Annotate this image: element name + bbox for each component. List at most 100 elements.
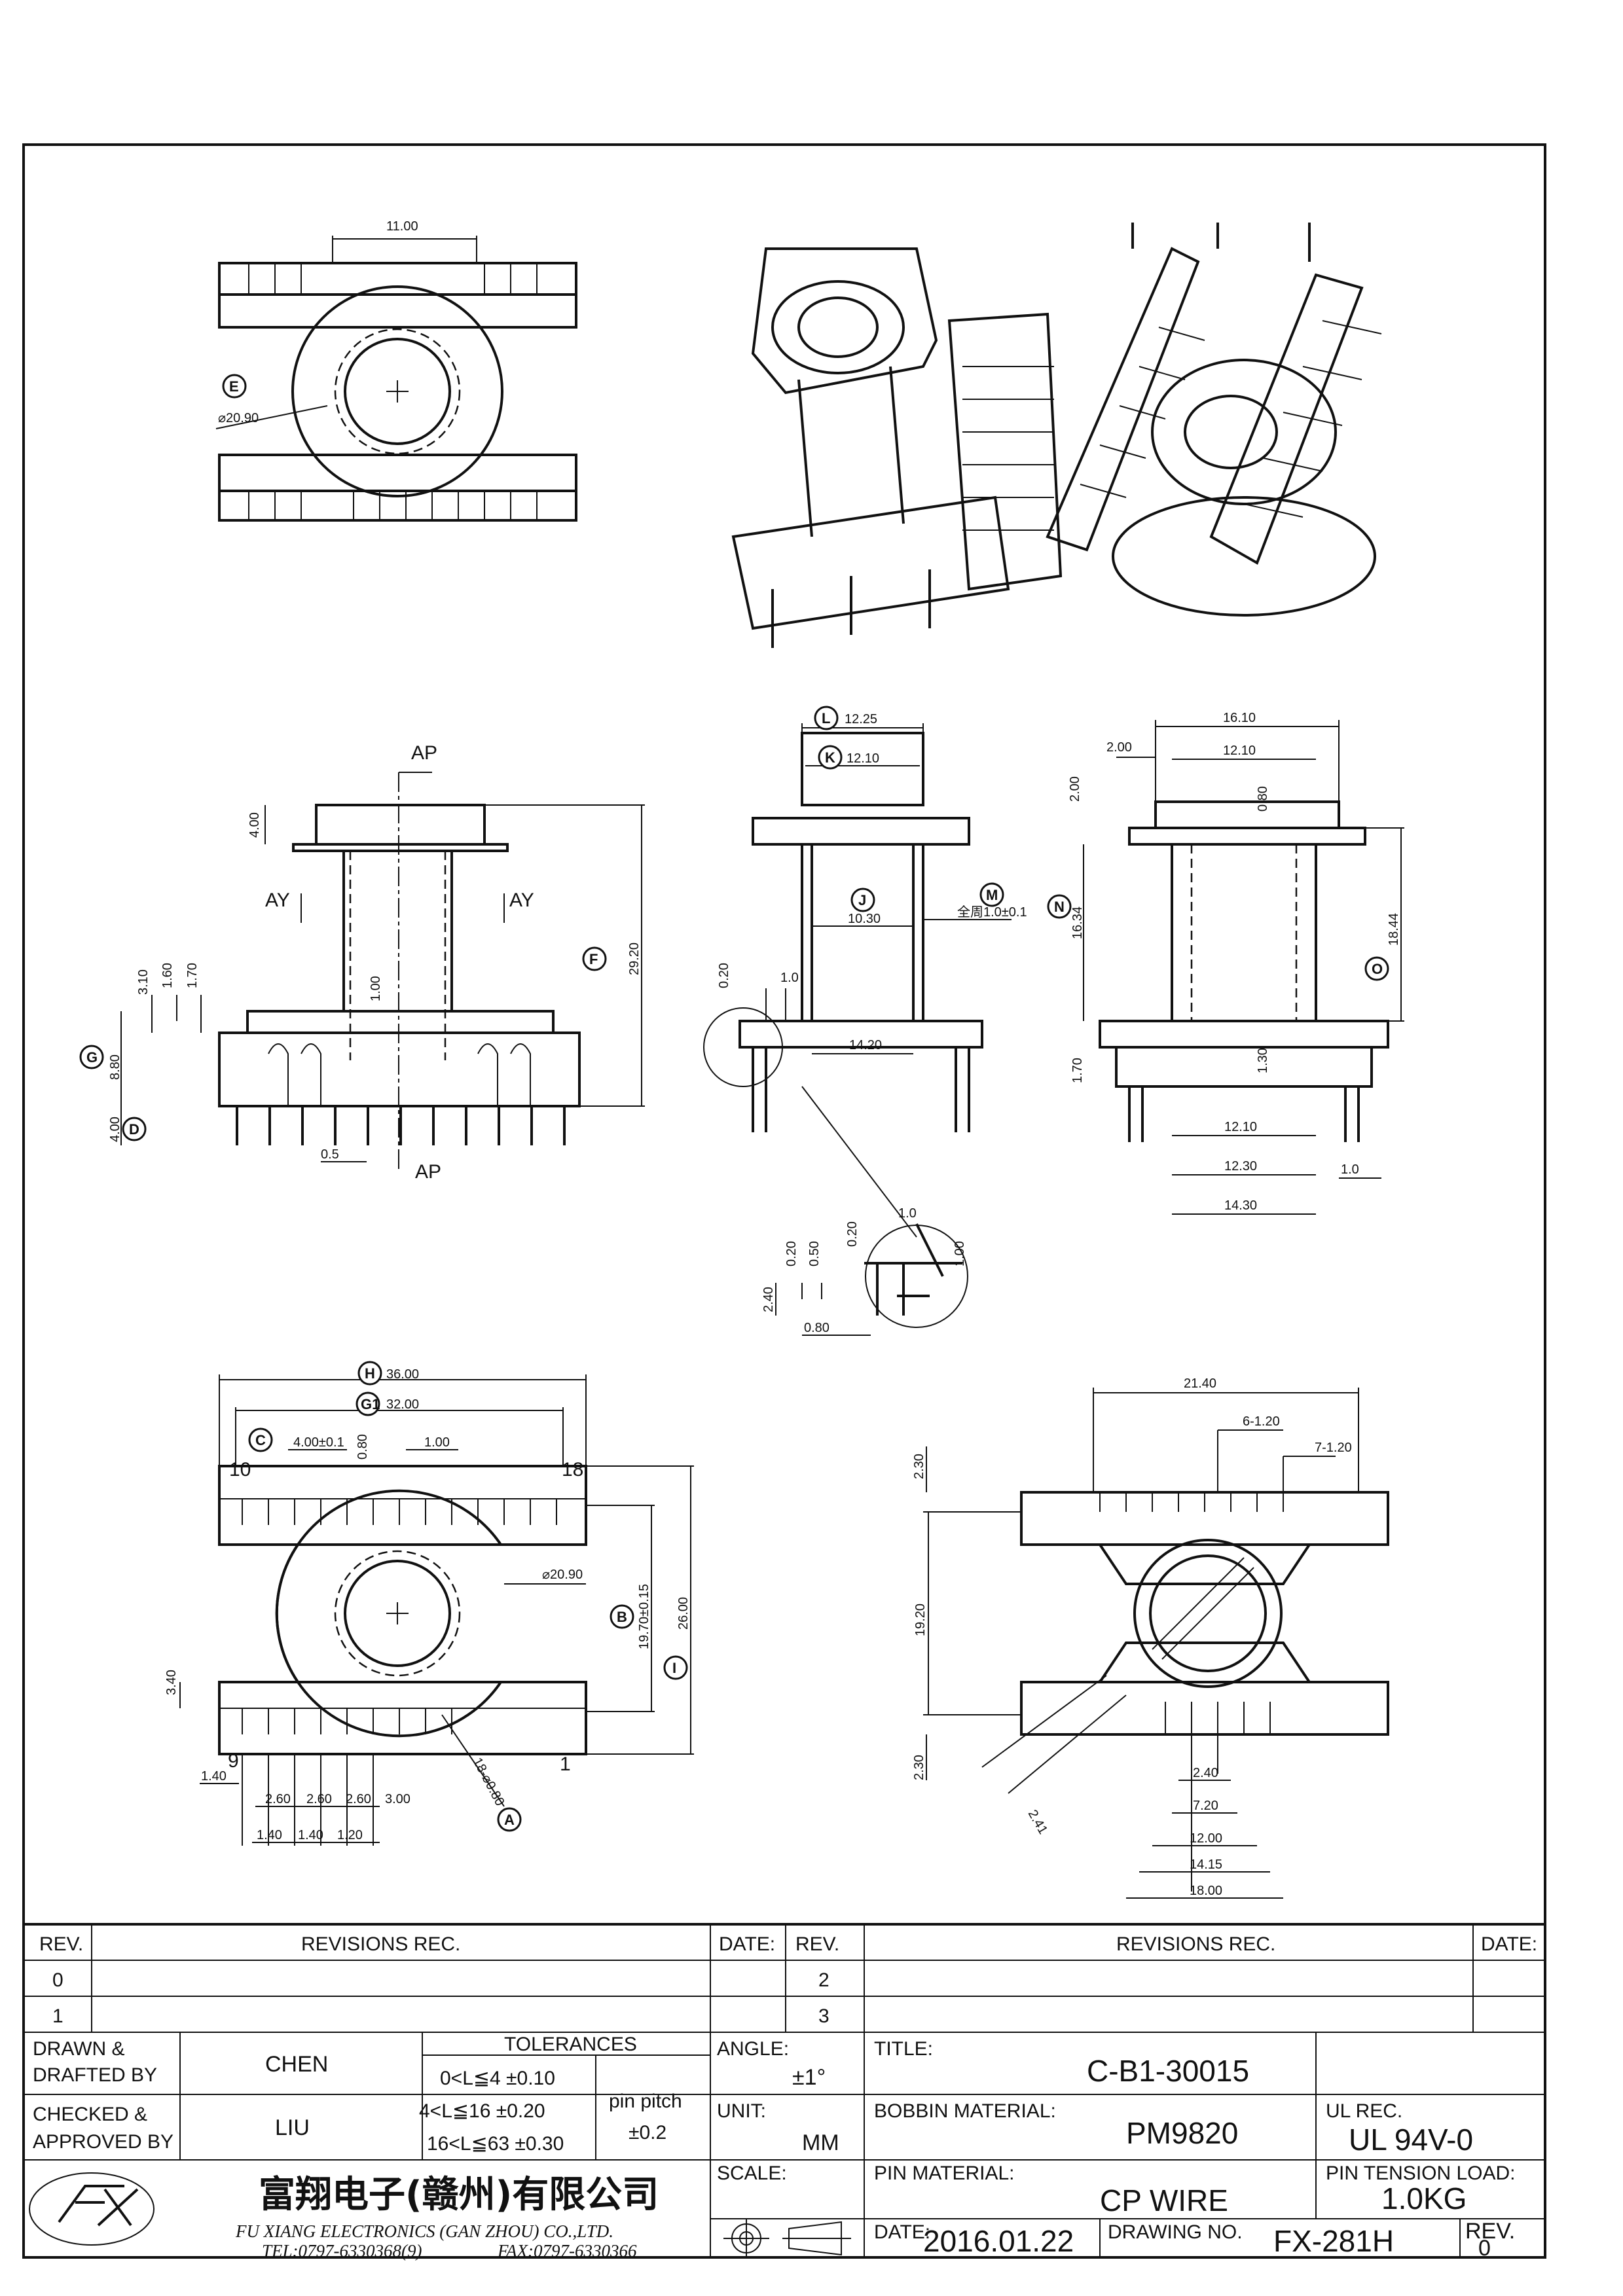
tb-rec-h2: REVISIONS REC. xyxy=(1116,1933,1275,1955)
tb-unit-label: UNIT: xyxy=(717,2100,766,2122)
dim-h-2-30b: 2.30 xyxy=(912,1755,926,1780)
bubble-k-label: K xyxy=(825,749,835,766)
dim-2-41-leader xyxy=(981,1675,1127,1794)
dim-w-1-20: 1.20 xyxy=(337,1828,363,1842)
iso1-tube xyxy=(797,366,905,537)
dim-h-3-40: 3.40 xyxy=(164,1670,179,1695)
iso1-top-flange xyxy=(751,247,938,395)
dim-h-19-20: 19.20 xyxy=(913,1604,928,1636)
dim-29-20-line xyxy=(484,804,645,1107)
bubble-b xyxy=(610,1604,634,1629)
dim-w-0-5: 0.5 xyxy=(321,1147,339,1162)
bubble-m xyxy=(979,882,1004,907)
tb-pitch-value: ±0.2 xyxy=(629,2122,666,2144)
bubble-l xyxy=(814,706,839,730)
pin-label-1: 1 xyxy=(560,1753,571,1775)
dim-h-1-60: 1.60 xyxy=(160,963,175,988)
dim-w-1-40a: 1.40 xyxy=(201,1769,227,1784)
tb-rev-label: REV. xyxy=(1465,2219,1515,2244)
tb-tol-3: 16<L≦63 ±0.30 xyxy=(427,2133,564,2155)
dim-h-2-30a: 2.30 xyxy=(912,1454,926,1479)
dim-w-1-0: 1.0 xyxy=(1341,1162,1359,1177)
iso1-pin-lines xyxy=(962,366,1054,531)
tb-bobbin-label: BOBBIN MATERIAL: xyxy=(874,2100,1056,2122)
dim-w-1-40c: 1.40 xyxy=(298,1828,323,1842)
side-tube-hidden xyxy=(1190,844,1298,1021)
bottom-view: H 36.00 G1 32.00 C 4.00±0.1 0.80 1.00 10… xyxy=(164,1361,694,1846)
dim-w-12-25: 12.25 xyxy=(845,712,877,726)
bs-flange-upper xyxy=(1020,1491,1389,1546)
bubble-k xyxy=(818,745,843,770)
dim-w-6-120: 6-1.20 xyxy=(1243,1414,1280,1429)
dim-w-12-10c: 12.10 xyxy=(1224,1120,1257,1134)
tb-drawn-value: CHEN xyxy=(265,2052,328,2077)
dim-w-14-15: 14.15 xyxy=(1190,1857,1222,1872)
bubble-o xyxy=(1364,956,1389,981)
top-bore xyxy=(344,338,451,445)
tb-unit-value: MM xyxy=(802,2130,839,2155)
section-ay-left: AY xyxy=(265,889,290,911)
bubble-m-label: M xyxy=(986,887,998,903)
bs-bore-outer xyxy=(1133,1539,1283,1688)
dim-d-0-20b: 0.20 xyxy=(845,1221,860,1247)
top-center-mark xyxy=(386,380,409,403)
tb-date-h1: DATE: xyxy=(719,1933,775,1955)
side-pins xyxy=(1128,1086,1360,1142)
dim-d-2-40: 2.40 xyxy=(761,1287,776,1312)
dim-w-2-40: 2.40 xyxy=(1193,1766,1218,1780)
tb-checked-l2: APPROVED BY xyxy=(33,2131,173,2153)
tb-rev-value: 0 xyxy=(1478,2236,1491,2261)
bubble-d xyxy=(122,1117,147,1141)
tb-angle-value: ±1° xyxy=(792,2065,826,2090)
tb-drawno-label: DRAWING NO. xyxy=(1108,2221,1243,2243)
bot-bore xyxy=(344,1560,451,1667)
tb-rev1: 1 xyxy=(52,2005,64,2027)
dim-w-12-00: 12.00 xyxy=(1190,1831,1222,1846)
dim-wall-thickness: 全周1.0±0.1 xyxy=(957,905,1027,920)
iso2-flange xyxy=(1151,359,1337,505)
tb-drawn-l1: DRAWN & xyxy=(33,2038,125,2060)
front-top-ledge xyxy=(292,843,509,852)
pin-label-10: 10 xyxy=(229,1459,251,1480)
top-flange-circle xyxy=(291,285,503,497)
bubble-a-label: A xyxy=(504,1812,515,1828)
bubble-j-label: J xyxy=(858,892,866,908)
dim-d-1-0b: 1.0 xyxy=(898,1206,917,1221)
dim-w-12-30: 12.30 xyxy=(1224,1159,1257,1174)
bs-flange-lower xyxy=(1020,1681,1389,1736)
tb-rev-cols xyxy=(91,1924,1474,2032)
bs-bottom-dim-lines xyxy=(1126,1734,1283,1899)
dim-h-16-34: 16.34 xyxy=(1070,906,1085,939)
iso2-right-pins xyxy=(1243,320,1382,518)
iso2-pins-up xyxy=(1131,223,1311,262)
dim-32-00-line xyxy=(235,1407,564,1466)
side-top-flange xyxy=(1154,800,1340,829)
tb-drawno-value: FX-281H xyxy=(1273,2224,1394,2258)
top-slots-lower xyxy=(248,491,538,520)
bubble-g xyxy=(79,1045,104,1069)
tb-title-label: TITLE: xyxy=(874,2038,933,2060)
dim-h-1-00a: 1.00 xyxy=(369,976,383,1001)
tb-rec-h1: REVISIONS REC. xyxy=(301,1933,460,1955)
company-tel: TEL:0797-6330368(9) xyxy=(262,2241,422,2261)
dim-w-2-60b: 2.60 xyxy=(306,1792,332,1806)
dim-top-dia: ⌀20.90 xyxy=(218,411,259,425)
bot-flange-arc-right xyxy=(275,1543,502,1738)
pin-label-18: 18 xyxy=(562,1459,583,1480)
dim-dia2: ⌀20.90 xyxy=(542,1568,583,1582)
detail-geometry xyxy=(864,1262,962,1316)
front-tube xyxy=(342,851,453,1011)
tb-info-cols xyxy=(179,2032,1461,2257)
dim-h-2-00b: 2.00 xyxy=(1068,776,1082,802)
bubble-i xyxy=(663,1655,688,1680)
iso2-bore xyxy=(1184,395,1278,469)
bubble-i-label: I xyxy=(672,1660,676,1676)
bubble-h-label: H xyxy=(365,1365,375,1382)
dim-w-14-20: 14.20 xyxy=(849,1038,882,1052)
tb-ul-label: UL REC. xyxy=(1326,2100,1402,2122)
bubble-e xyxy=(222,374,247,399)
bubble-g1 xyxy=(356,1391,380,1416)
dim-26-00-line xyxy=(586,1465,694,1755)
front-base-slots xyxy=(268,1043,531,1106)
tb-checked-value: LIU xyxy=(275,2115,310,2140)
